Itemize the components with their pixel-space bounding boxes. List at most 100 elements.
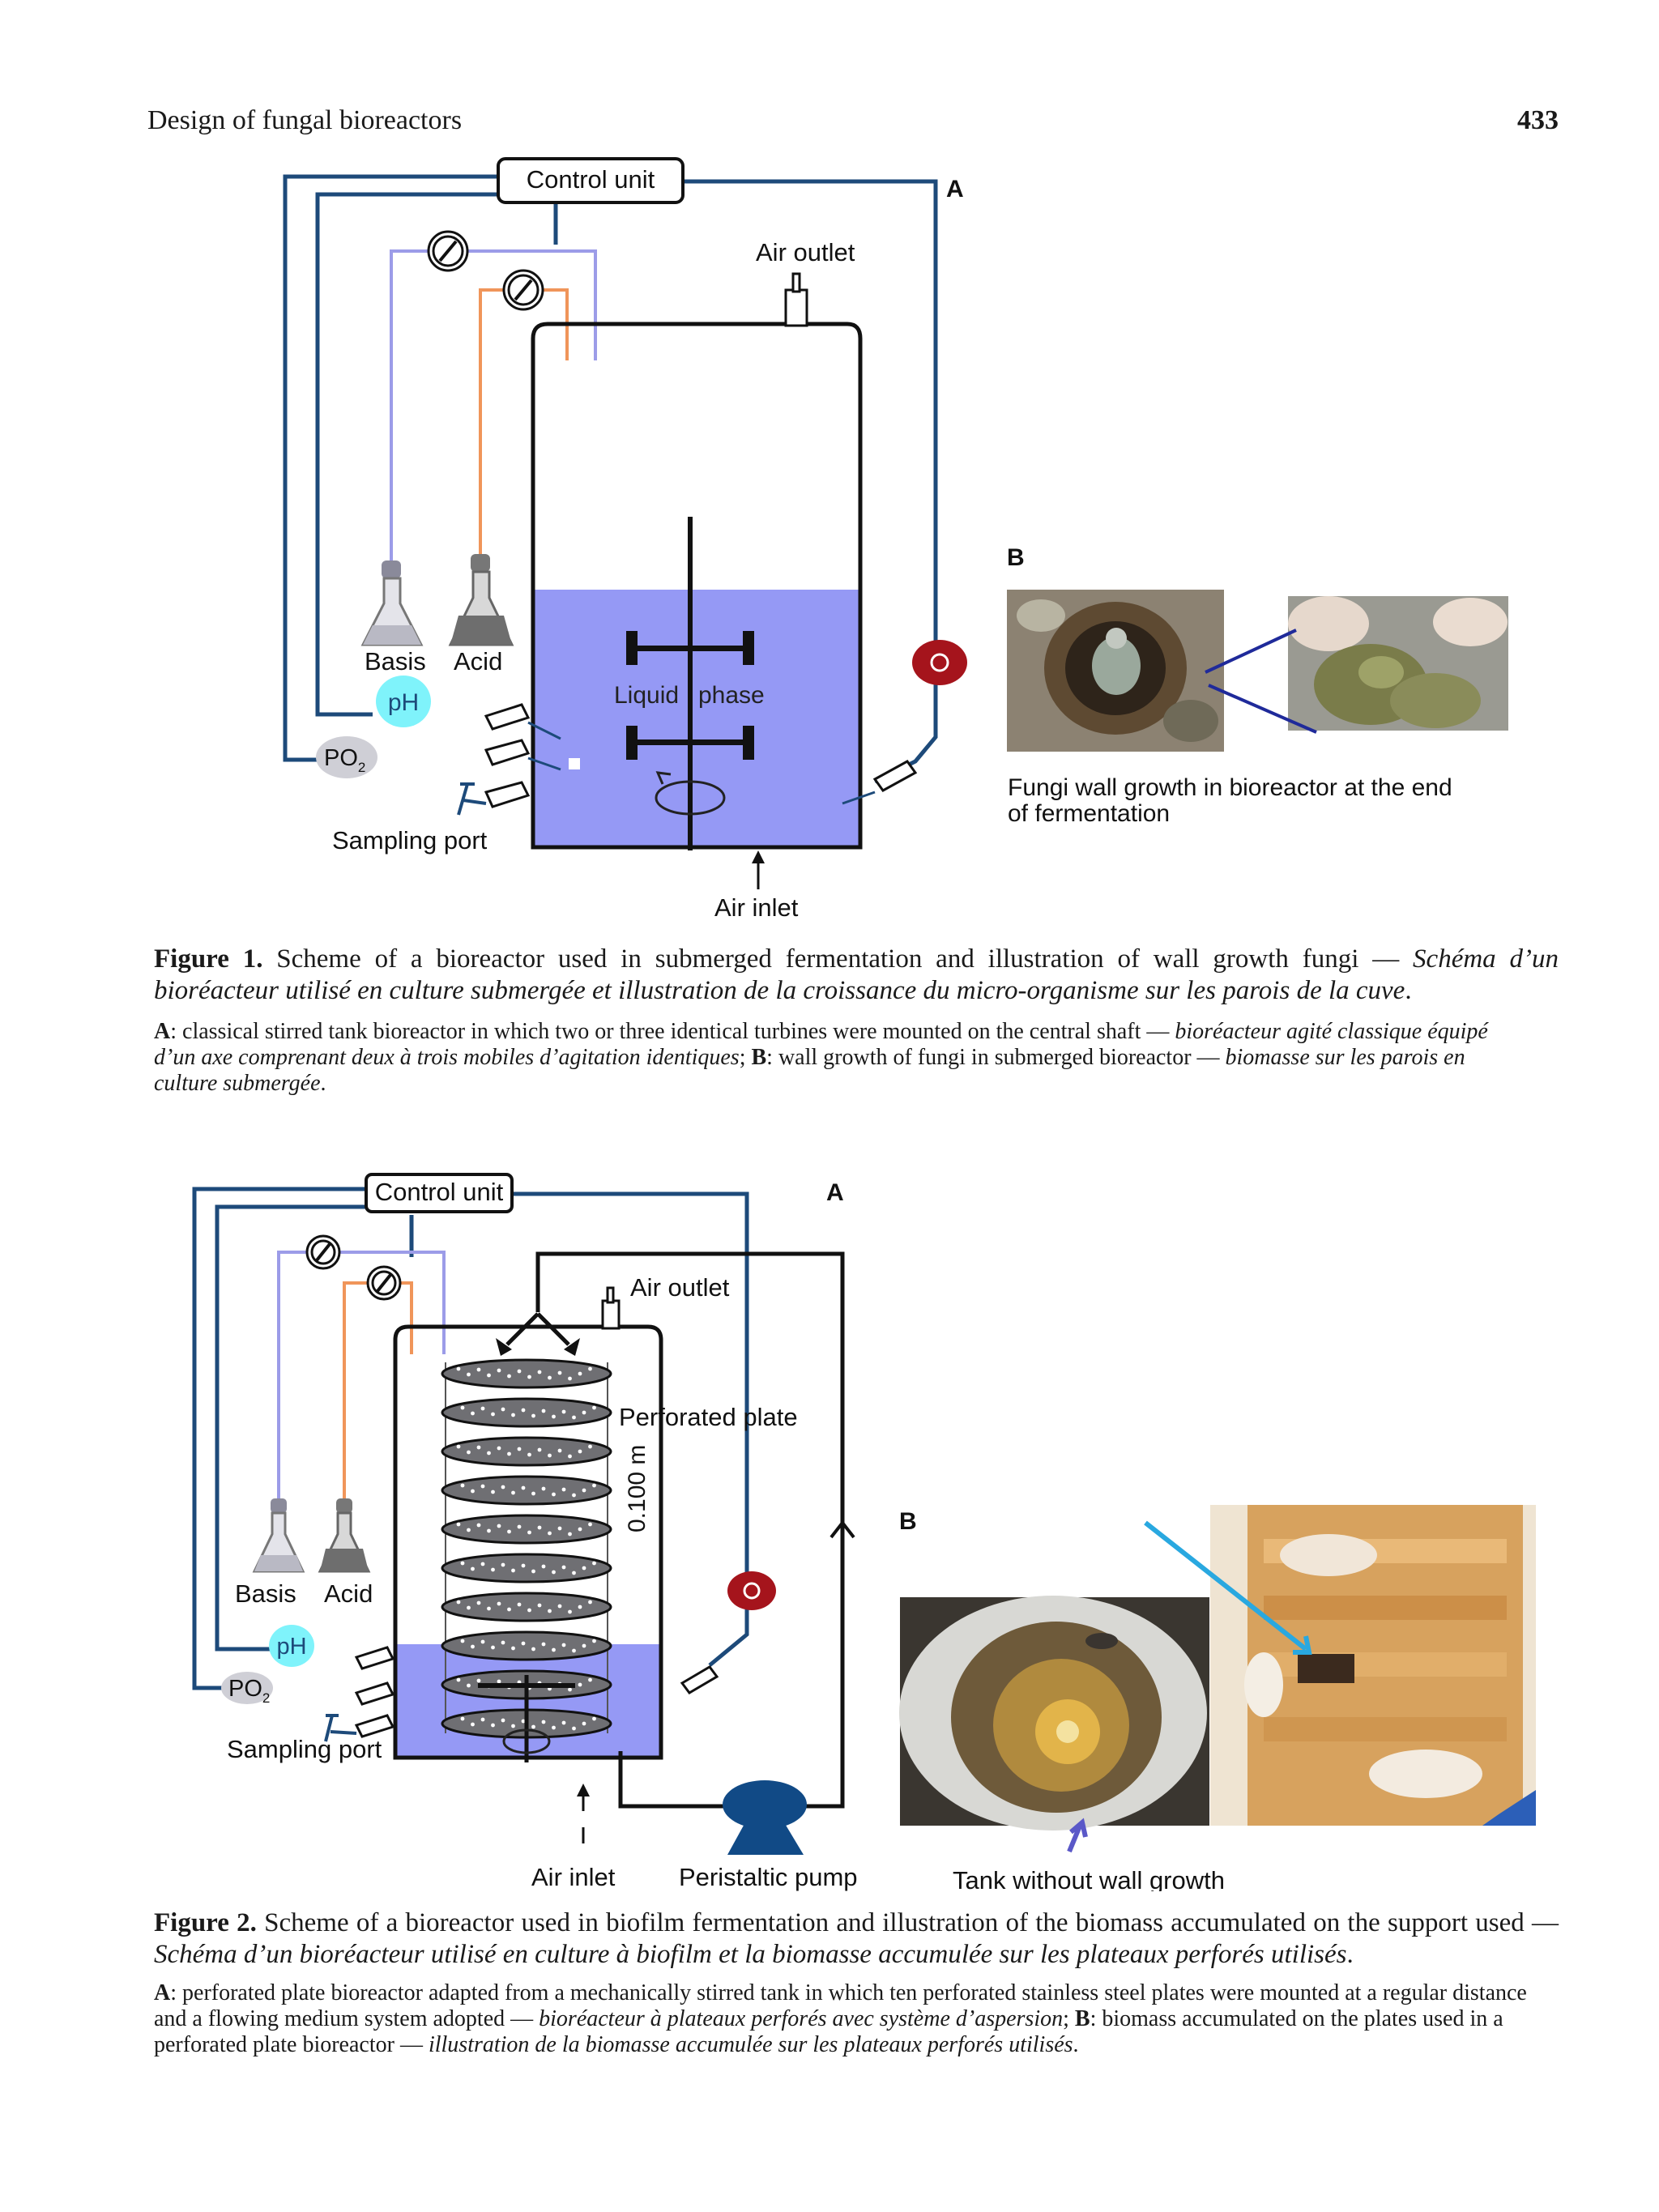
plate-hole xyxy=(592,1639,596,1643)
plate-hole xyxy=(476,1445,481,1450)
plate-hole xyxy=(582,1721,586,1726)
pump-icon xyxy=(366,1265,402,1301)
photo-biomass-on-plates xyxy=(1210,1505,1536,1826)
control-lines xyxy=(192,1187,749,1690)
perforated-plate xyxy=(441,1592,612,1622)
plate-hole xyxy=(456,1444,461,1449)
plate-hole xyxy=(501,1562,505,1567)
rotation-arrow-icon xyxy=(502,1728,551,1754)
recirculation-loop xyxy=(618,1751,727,1809)
plate-hole xyxy=(561,1487,566,1492)
plate-hole xyxy=(476,1678,481,1683)
plate-hole xyxy=(548,1609,552,1613)
basis-label: Basis xyxy=(365,647,426,676)
svg-text:PO2: PO2 xyxy=(324,745,365,775)
tank-outline xyxy=(393,1324,663,1760)
plate-hole xyxy=(456,1522,461,1527)
tank-without-wall-growth-label: Tank without wall growth xyxy=(953,1866,1225,1891)
photo-caption-line2: of fermentation xyxy=(1008,800,1170,827)
acid-flask-icon xyxy=(448,554,514,646)
plate-hole xyxy=(511,1646,515,1651)
plate-hole xyxy=(497,1524,501,1528)
plate-hole xyxy=(467,1683,471,1688)
figure-1-caption-label: Figure 1. xyxy=(154,944,263,974)
acid-flask-icon xyxy=(318,1498,371,1573)
plate-hole xyxy=(491,1412,495,1417)
plate-hole xyxy=(531,1491,535,1496)
arrow-icon xyxy=(1067,1818,1088,1853)
note-a-en: : perforated plate bioreactor adapted fr… xyxy=(154,1980,1527,2031)
sampling-port-label: Sampling port xyxy=(332,826,488,855)
note-a-fr: bioréacteur agité classique équipé d’un … xyxy=(154,1019,1488,1070)
control-unit-box xyxy=(365,1173,514,1213)
plate-hole xyxy=(552,1725,556,1730)
plate-hole xyxy=(497,1368,501,1373)
figure-2-caption: Figure 2. Scheme of a bioreactor used in… xyxy=(154,1908,1559,1969)
plate-hole xyxy=(517,1369,522,1374)
figure-1-caption-fr: Schéma d’un bioréacteur utilisé en cultu… xyxy=(154,944,1559,1005)
plate-hole xyxy=(501,1718,505,1723)
basis-line xyxy=(277,1251,446,1505)
note-a-label: A xyxy=(154,1980,171,2005)
po2-label: PO xyxy=(228,1676,262,1702)
plate-hole xyxy=(476,1523,481,1528)
figure-1-caption-en: Scheme of a bioreactor used in submerged… xyxy=(276,944,1400,974)
plate-hole xyxy=(582,1410,586,1415)
plate-hole xyxy=(456,1677,461,1682)
distance-label: 0.100 m xyxy=(624,1445,650,1532)
peristaltic-pump-icon xyxy=(723,1780,807,1855)
perforated-plate xyxy=(441,1475,612,1506)
perforated-plate xyxy=(441,1630,612,1661)
plate-hole xyxy=(548,1531,552,1536)
plate-hole xyxy=(592,1561,596,1566)
perforated-plate-label: Perforated plate xyxy=(619,1403,798,1431)
plate-hole xyxy=(521,1719,526,1724)
spray-arrows-icon xyxy=(505,1312,570,1346)
plate-hole xyxy=(467,1450,471,1455)
plate-hole xyxy=(476,1367,481,1372)
plate-hole xyxy=(521,1563,526,1568)
plate-hole xyxy=(527,1608,531,1613)
perforated-plate xyxy=(441,1436,612,1467)
acid-label: Acid xyxy=(454,647,502,676)
air-outlet-label: Air outlet xyxy=(756,238,855,266)
note-b-en: : wall growth of fungi in submerged bior… xyxy=(766,1045,1220,1070)
liquid-phase xyxy=(533,590,860,847)
control-unit-box xyxy=(497,157,684,204)
plate-hole xyxy=(491,1567,495,1572)
plate-hole xyxy=(531,1647,535,1652)
plate-hole xyxy=(568,1454,572,1459)
plate-hole xyxy=(511,1724,515,1728)
air-outlet-label: Air outlet xyxy=(630,1273,730,1302)
plate-hole xyxy=(460,1405,465,1410)
plate-hole xyxy=(507,1607,511,1612)
plate-hole xyxy=(557,1604,562,1609)
plate-hole xyxy=(467,1528,471,1532)
figure-2-caption-fr: Schéma d’un bioréacteur utilisé en cultu… xyxy=(154,1940,1347,1969)
plate-hole xyxy=(527,1530,531,1535)
panel-a-label: A xyxy=(946,176,964,202)
plate-hole xyxy=(588,1444,592,1449)
plate-hole xyxy=(527,1375,531,1379)
plate-hole xyxy=(511,1568,515,1573)
plate-hole xyxy=(588,1677,592,1682)
plate-hole xyxy=(480,1562,485,1566)
po2-subscript: 2 xyxy=(358,760,365,775)
plate-hole xyxy=(561,1565,566,1570)
air-outlet-pipe xyxy=(784,272,808,327)
sampling-port-label: Sampling port xyxy=(227,1735,382,1763)
plate-hole xyxy=(456,1366,461,1371)
plate-hole xyxy=(592,1716,596,1721)
plate-hole xyxy=(578,1682,582,1687)
plate-hole xyxy=(507,1529,511,1534)
plate-hole xyxy=(572,1648,576,1653)
plate-hole xyxy=(456,1600,461,1605)
plate-hole xyxy=(507,1451,511,1456)
plate-hole xyxy=(588,1366,592,1371)
plate-hole xyxy=(557,1526,562,1531)
sampling-valve-icon xyxy=(457,782,487,816)
plate-hole xyxy=(460,1483,465,1488)
plate-hole xyxy=(487,1451,491,1455)
plate-hole xyxy=(480,1717,485,1722)
plate-hole xyxy=(537,1447,542,1452)
